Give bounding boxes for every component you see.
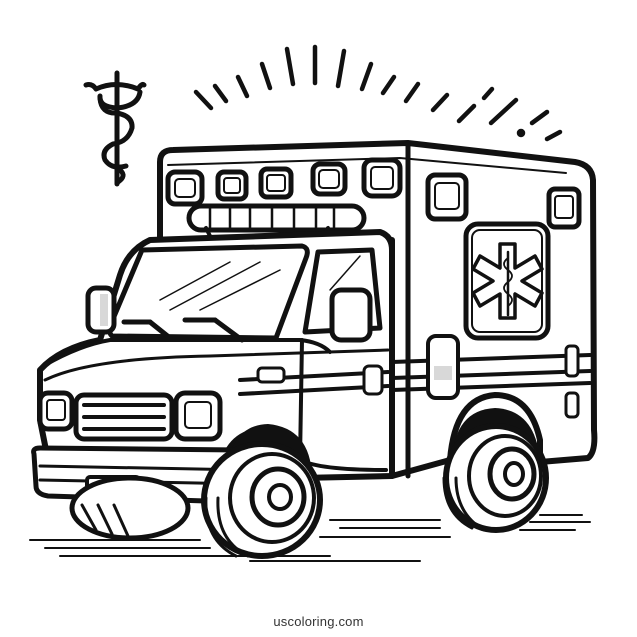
ambulance-cab bbox=[31, 229, 395, 505]
light-rays bbox=[193, 44, 563, 142]
watermark: uscoloring.com bbox=[273, 614, 364, 629]
star-of-life-icon bbox=[463, 221, 551, 341]
road-lines bbox=[29, 514, 591, 562]
roof-lights-front bbox=[165, 157, 403, 207]
side-stripes bbox=[390, 353, 592, 392]
wipers bbox=[121, 317, 245, 343]
rear-wheel bbox=[442, 423, 549, 533]
caduceus-icon bbox=[83, 70, 147, 187]
right-mirror bbox=[329, 287, 373, 343]
roof-lights-side bbox=[425, 172, 582, 230]
front-wheel bbox=[69, 441, 323, 559]
